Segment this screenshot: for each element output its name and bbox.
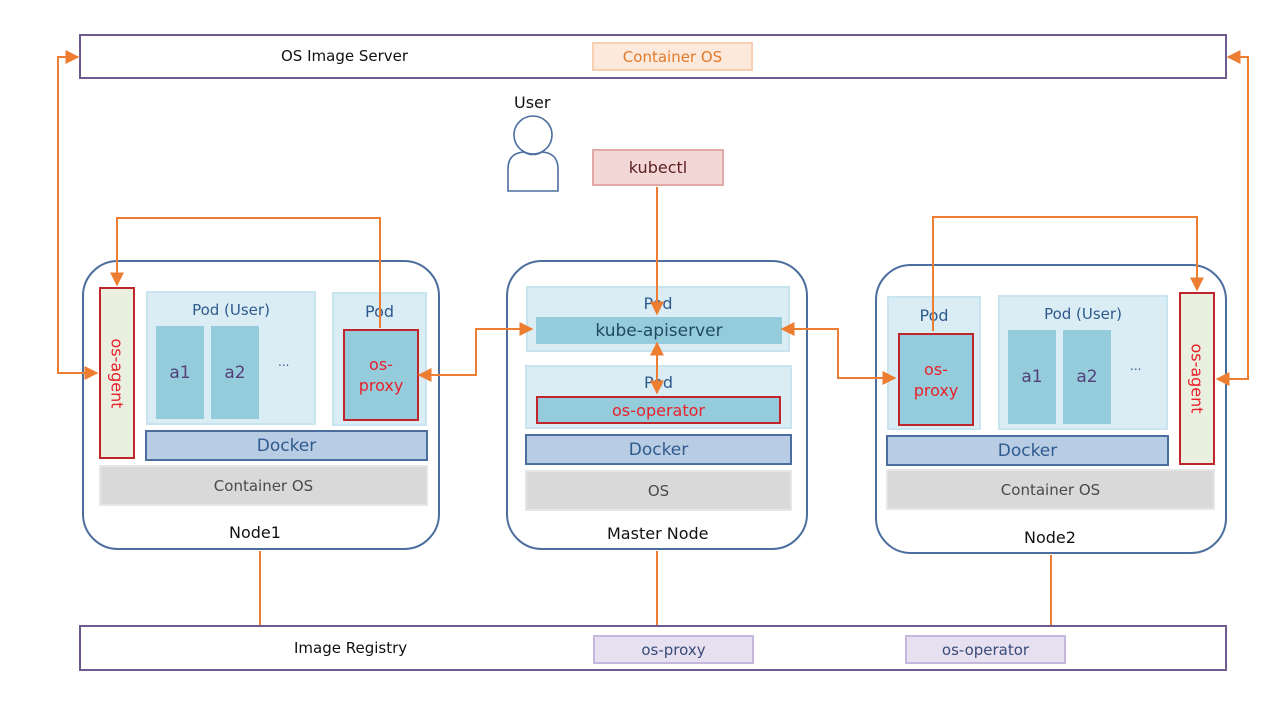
node1-user-pod: Pod (User) a1 a2 ... — [146, 291, 316, 425]
master-api-pod: Pod kube-apiserver — [526, 286, 790, 352]
node2-docker: Docker — [886, 435, 1169, 466]
master-operator-pod-title: Pod — [643, 373, 674, 392]
node1-container-a1: a1 — [156, 326, 204, 419]
master-docker: Docker — [525, 434, 792, 465]
container-os-image-chip: Container OS — [592, 42, 753, 71]
user-icon — [507, 115, 559, 192]
image-registry: Image Registry os-proxy os-operator — [79, 625, 1227, 671]
node1-container-a2: a2 — [211, 326, 259, 419]
node1-docker: Docker — [145, 430, 428, 461]
node1-more-containers: ... — [278, 355, 290, 369]
node1-os-proxy: os- proxy — [343, 329, 419, 421]
node2-label: Node2 — [1024, 528, 1076, 547]
user-label: User — [514, 93, 551, 112]
master-node-label: Master Node — [607, 524, 709, 543]
node2-proxy-pod-title: Pod — [919, 306, 949, 325]
node1-proxy-pod-title: Pod — [364, 302, 395, 321]
node2-proxy-pod: Pod os- proxy — [887, 296, 981, 430]
node2-more-containers: ... — [1130, 359, 1142, 373]
node2-container-a1: a1 — [1008, 330, 1056, 424]
master-operator-pod: Pod os-operator — [525, 365, 792, 429]
registry-os-operator-chip: os-operator — [905, 635, 1066, 664]
node2-container-a2: a2 — [1063, 330, 1111, 424]
master-api-pod-title: Pod — [643, 294, 673, 313]
kube-apiserver: kube-apiserver — [536, 317, 782, 344]
node2-os-agent: os-agent — [1179, 292, 1215, 465]
node2-os-agent-label: os-agent — [1187, 343, 1207, 414]
node1-proxy-pod: Pod os- proxy — [332, 292, 427, 426]
kubectl-box: kubectl — [592, 149, 724, 186]
registry-os-proxy-chip: os-proxy — [593, 635, 754, 664]
os-image-server: OS Image Server Container OS — [79, 34, 1227, 79]
node1-label: Node1 — [229, 523, 281, 542]
image-registry-label: Image Registry — [294, 639, 408, 657]
node1-os-agent-label: os-agent — [107, 337, 127, 409]
os-image-server-label: OS Image Server — [281, 47, 409, 65]
node2-user-pod-title: Pod (User) — [1044, 305, 1122, 323]
node1-os-agent: os-agent — [99, 287, 135, 459]
node2-os-proxy: os- proxy — [898, 333, 974, 426]
os-operator: os-operator — [536, 396, 781, 424]
node2-container-os: Container OS — [886, 469, 1215, 510]
node2-user-pod: Pod (User) a1 a2 ... — [998, 295, 1168, 430]
node1-user-pod-title: Pod (User) — [192, 301, 270, 319]
master-os: OS — [525, 470, 792, 511]
node1-container-os: Container OS — [99, 465, 428, 506]
